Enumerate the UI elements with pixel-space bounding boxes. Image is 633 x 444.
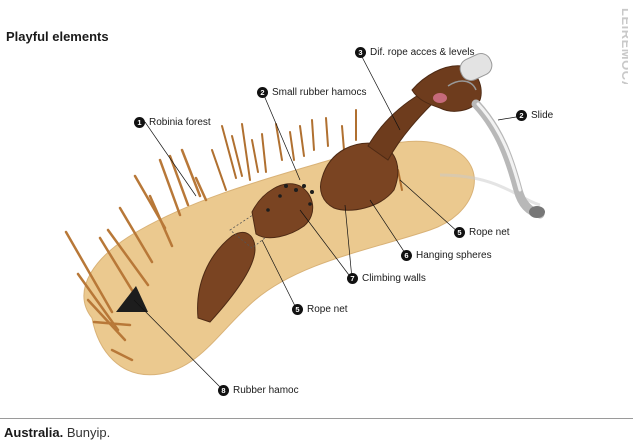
callout-number: 8	[218, 385, 229, 396]
tail-structure	[197, 232, 256, 323]
callout-label: Climbing walls	[362, 273, 426, 284]
head-mouth	[433, 93, 447, 103]
callout-rope-access-levels: 3 Dif. rope acces & levels	[355, 47, 475, 58]
callout-hanging-spheres: 6 Hanging spheres	[401, 250, 492, 261]
small-hamocs	[266, 184, 314, 212]
callout-number: 2	[257, 87, 268, 98]
callout-number: 7	[347, 273, 358, 284]
slide-exit	[529, 206, 545, 218]
callout-label: Rope net	[469, 227, 510, 238]
callout-robinia-forest: 1 Robinia forest	[134, 117, 211, 128]
callout-number: 2	[516, 110, 527, 121]
sand-shadow	[439, 173, 541, 207]
callout-number: 3	[355, 47, 366, 58]
callout-rubber-hamoc: 8 Rubber hamoc	[218, 385, 299, 396]
callout-number: 1	[134, 117, 145, 128]
page-title: Playful elements	[6, 29, 109, 44]
robinia-poles-back	[211, 109, 403, 191]
callout-label: Rubber hamoc	[233, 385, 299, 396]
robinia-poles	[64, 148, 208, 362]
callout-label: Dif. rope acces & levels	[370, 47, 475, 58]
callout-slide: 2 Slide	[516, 110, 553, 121]
head-rim	[447, 80, 477, 91]
callout-climbing-walls: 7 Climbing walls	[347, 273, 426, 284]
rope-net-back	[229, 204, 289, 249]
callout-label: Hanging spheres	[416, 250, 492, 261]
callout-number: 5	[292, 304, 303, 315]
footer-divider	[0, 418, 633, 419]
callout-number: 6	[401, 250, 412, 261]
leader-lines	[133, 52, 523, 392]
body-structure	[320, 142, 399, 211]
callout-label: Rope net	[307, 304, 348, 315]
middle-structure	[251, 183, 314, 239]
rubber-hamoc	[116, 286, 148, 312]
callout-number: 5	[454, 227, 465, 238]
callout-rope-net-right: 5 Rope net	[454, 227, 510, 238]
footer-caption: Australia. Bunyip.	[4, 425, 110, 440]
brand-logo-icon: LEIREMOCA	[619, 8, 628, 84]
callout-rope-net-left: 5 Rope net	[292, 304, 348, 315]
slide-highlight	[476, 102, 522, 192]
callout-label: Slide	[531, 110, 554, 121]
callout-label: Small rubber hamocs	[272, 87, 367, 98]
footer-project: Bunyip.	[63, 425, 111, 440]
svg-text:LEIREMOCA: LEIREMOCA	[619, 8, 628, 84]
callout-label: Robinia forest	[149, 117, 211, 128]
footer-place: Australia.	[4, 425, 64, 440]
callout-small-rubber-hamocs: 2 Small rubber hamocs	[257, 87, 366, 98]
slide-tube-top	[459, 53, 493, 81]
